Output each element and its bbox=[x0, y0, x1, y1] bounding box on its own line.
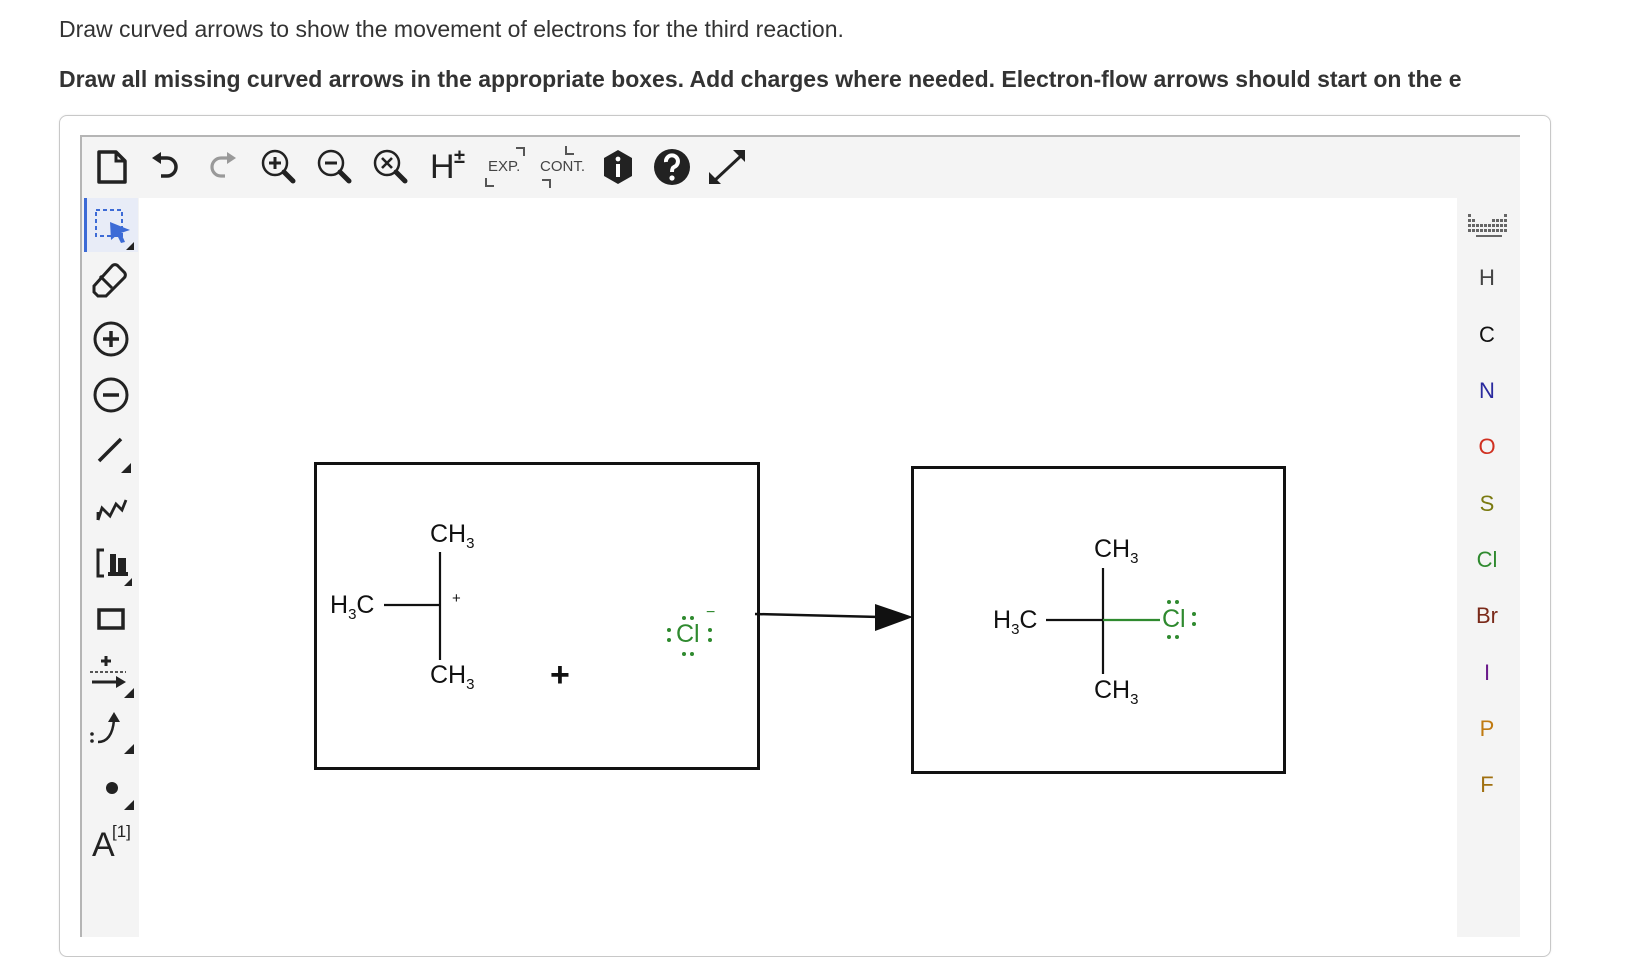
carbocation-charge: + bbox=[452, 590, 461, 607]
help-icon[interactable] bbox=[650, 140, 694, 194]
eraser-tool[interactable] bbox=[84, 256, 138, 310]
reaction-arrow-line bbox=[754, 612, 881, 619]
negative-charge-tool[interactable] bbox=[84, 368, 138, 422]
element-i[interactable]: I bbox=[1483, 660, 1491, 685]
chain-tool[interactable] bbox=[84, 480, 138, 534]
hydrogen-toggle-button[interactable]: H ± bbox=[424, 140, 474, 194]
ch3-top-reactant: CH3 bbox=[430, 520, 475, 552]
cont-label: CONT. bbox=[540, 158, 585, 175]
fullscreen-icon[interactable] bbox=[704, 140, 752, 194]
element-c[interactable]: C bbox=[1479, 322, 1495, 347]
minus-circle-icon bbox=[93, 377, 129, 413]
template-icon bbox=[96, 548, 132, 586]
h-label: H bbox=[430, 148, 455, 186]
new-document-icon[interactable] bbox=[92, 140, 132, 194]
electron-dot-icon bbox=[106, 782, 134, 810]
info-icon[interactable] bbox=[598, 140, 638, 194]
chlorine-lone-pairs bbox=[1167, 600, 1196, 639]
h3c-reactant: H3C bbox=[330, 591, 375, 623]
zoom-in-icon[interactable] bbox=[256, 140, 302, 194]
text-tool[interactable]: A [1] bbox=[84, 816, 138, 870]
positive-charge-tool[interactable] bbox=[84, 312, 138, 366]
instruction-text: Draw curved arrows to show the movement … bbox=[59, 16, 844, 42]
expand-button[interactable]: EXP. bbox=[480, 140, 532, 194]
element-s[interactable]: S bbox=[1479, 491, 1495, 516]
exp-label: EXP. bbox=[488, 158, 521, 175]
curved-arrow-tool[interactable] bbox=[84, 704, 138, 758]
undo-icon[interactable] bbox=[146, 140, 186, 194]
ch3-bottom-product: CH3 bbox=[1094, 676, 1139, 708]
rectangle-icon bbox=[97, 608, 125, 630]
text-tool-label: A bbox=[92, 826, 115, 864]
curved-arrow-icon bbox=[90, 712, 134, 754]
chloride-lone-pairs bbox=[667, 616, 712, 656]
zoom-reset-icon[interactable] bbox=[368, 140, 414, 194]
template-tool[interactable] bbox=[84, 536, 138, 590]
selection-tool[interactable] bbox=[84, 198, 138, 252]
chain-icon bbox=[96, 499, 128, 521]
element-o[interactable]: O bbox=[1478, 434, 1496, 459]
reactant-plus-sign: + bbox=[550, 656, 570, 694]
eraser-icon bbox=[92, 263, 127, 298]
h3c-product: H3C bbox=[993, 606, 1038, 638]
periodic-table-icon[interactable] bbox=[1466, 210, 1510, 245]
reactant-box[interactable] bbox=[314, 462, 760, 770]
redo-icon[interactable] bbox=[202, 140, 242, 194]
plus-circle-icon bbox=[93, 321, 129, 357]
chloride-ion: Cl bbox=[676, 620, 700, 648]
top-toolbar: H ± EXP. CONT. bbox=[84, 140, 784, 194]
product-box[interactable] bbox=[911, 466, 1286, 774]
element-br[interactable]: Br bbox=[1476, 603, 1498, 628]
bond-tool[interactable] bbox=[84, 424, 138, 478]
zoom-out-icon[interactable] bbox=[312, 140, 358, 194]
chlorine-product: Cl bbox=[1162, 605, 1186, 633]
element-cl[interactable]: Cl bbox=[1476, 547, 1498, 572]
left-toolbar: A [1] bbox=[84, 198, 138, 898]
bond-icon bbox=[97, 437, 131, 473]
element-p[interactable]: P bbox=[1479, 716, 1495, 741]
element-toolbar: H C N O S Cl Br I P F bbox=[1462, 198, 1512, 898]
element-n[interactable]: N bbox=[1479, 378, 1495, 403]
instruction-bold-text: Draw all missing curved arrows in the ap… bbox=[59, 66, 1462, 92]
structure-bonds bbox=[384, 552, 1196, 674]
text-tool-sup: [1] bbox=[112, 822, 131, 841]
contract-button[interactable]: CONT. bbox=[536, 140, 592, 194]
element-f[interactable]: F bbox=[1480, 772, 1494, 797]
chloride-charge: − bbox=[706, 604, 716, 621]
ch3-top-product: CH3 bbox=[1094, 535, 1139, 567]
ch3-bottom-reactant: CH3 bbox=[430, 661, 475, 693]
h-sup: ± bbox=[454, 146, 465, 168]
reaction-arrow-tool[interactable] bbox=[84, 648, 138, 702]
reaction-arrowhead bbox=[875, 604, 913, 631]
reaction-arrow-icon bbox=[90, 656, 134, 698]
rectangle-tool[interactable] bbox=[84, 592, 138, 646]
drawing-canvas[interactable] bbox=[139, 198, 1457, 938]
electron-dot-tool[interactable] bbox=[84, 760, 138, 814]
element-h[interactable]: H bbox=[1479, 265, 1495, 290]
selection-icon bbox=[94, 209, 134, 250]
